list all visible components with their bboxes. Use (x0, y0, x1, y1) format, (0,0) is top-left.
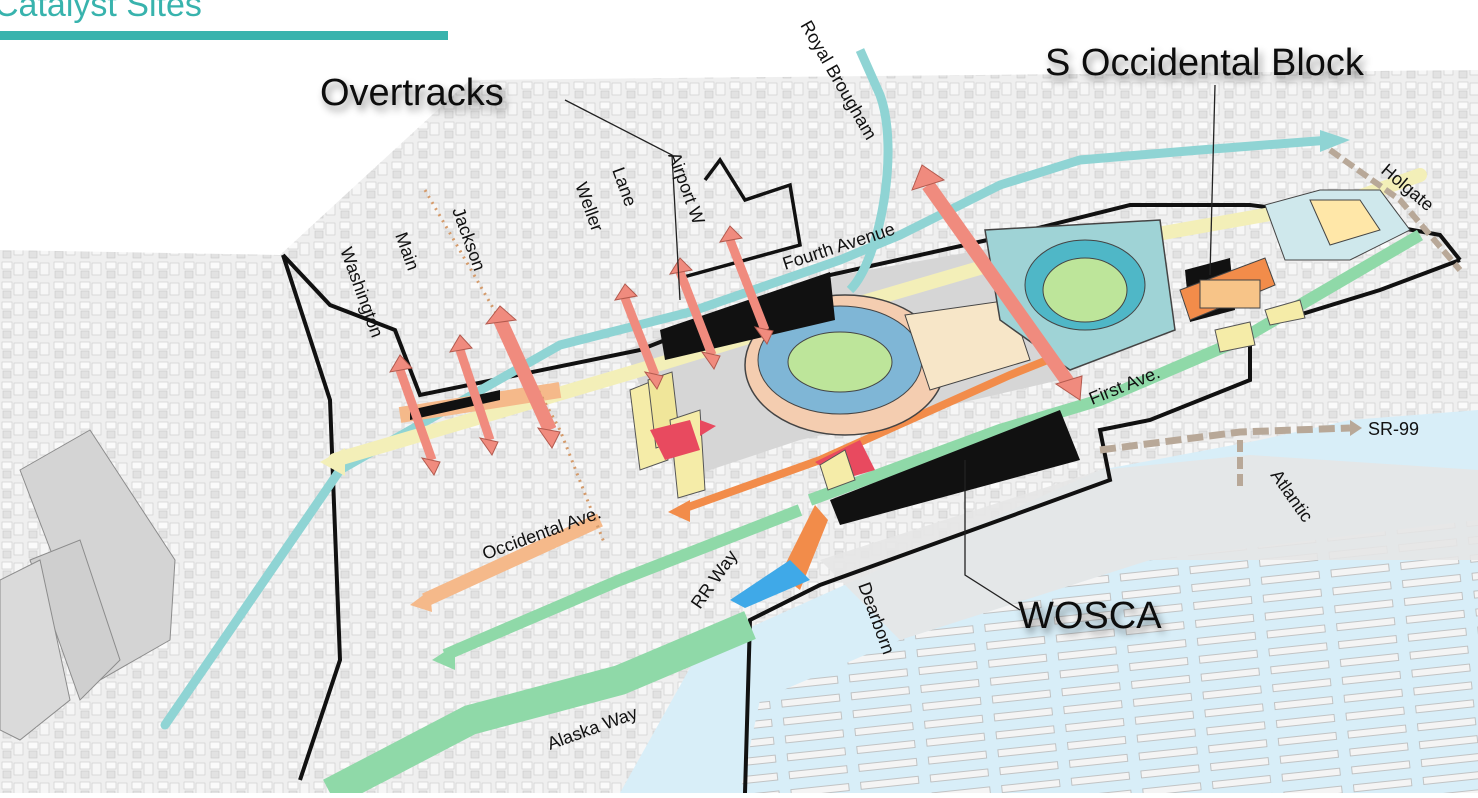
arrow-airport (718, 225, 774, 345)
occidental-leader (1209, 84, 1216, 276)
page-title: Catalyst Sites (0, 0, 202, 24)
callout-wosca: WOSCA (1018, 595, 1162, 637)
pedestrian-path (423, 189, 607, 546)
rr-way-water-site (730, 560, 810, 608)
corridor-arrow (432, 645, 455, 670)
royal-brougham-corridor (846, 48, 893, 294)
development-block (1214, 321, 1256, 353)
terminal-piers (740, 520, 1478, 793)
football-stadium (744, 294, 1031, 436)
occidental-corridor (422, 513, 603, 607)
occidental-block-development (1179, 257, 1276, 321)
title-underline (0, 31, 448, 40)
holgate-route (1328, 147, 1463, 272)
district-boundary (281, 254, 343, 781)
arrow-main (449, 334, 499, 456)
sr99-route (1099, 424, 1351, 454)
district-boundary (679, 156, 802, 280)
corridor-arrow (410, 590, 432, 612)
arrow-jackson (484, 305, 561, 449)
development-block (1264, 299, 1306, 326)
crossing-arrows (389, 164, 1083, 476)
callout-s-occidental-block: S Occidental Block (1045, 42, 1365, 84)
development-block (819, 449, 856, 491)
catalyst-highlight (650, 420, 700, 460)
catalyst-site-wosca (830, 410, 1080, 525)
overtracks-leader (564, 99, 681, 301)
arrow-lane (668, 257, 721, 370)
events-center (1264, 189, 1411, 261)
corridor-arrow (668, 500, 690, 522)
corridor-arrow (1320, 130, 1350, 152)
terminal-yard (820, 455, 1478, 640)
downtown-tower (0, 559, 71, 741)
catalyst-arrow (700, 420, 716, 436)
wosca-leader (964, 460, 1021, 611)
first-ave-orange-corridor (678, 351, 1062, 514)
sr99-arrow (1350, 420, 1362, 436)
callout-overtracks: Overtracks (320, 72, 504, 114)
alaska-way-corridor (323, 611, 756, 798)
downtown-tower (29, 539, 121, 701)
arrow-washington (389, 354, 441, 476)
arrow-royal-brougham (911, 164, 1083, 401)
rr-way-corridor (442, 504, 803, 661)
corridor-arrow (320, 448, 345, 476)
arrow-weller (613, 283, 664, 390)
street-label-sr99: SR-99 (1368, 419, 1419, 439)
